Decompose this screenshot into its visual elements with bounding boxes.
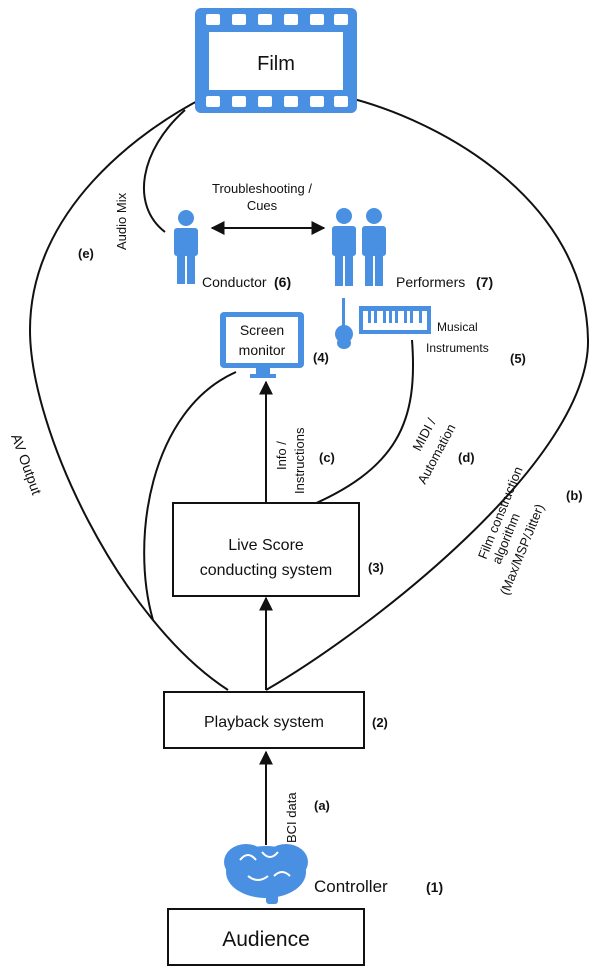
brain-icon [224,844,308,904]
audio-mix-wire [143,109,186,233]
playback-node: Playback system (2) [163,691,388,749]
av-output-wire [28,96,229,691]
playback-label: Playback system [204,714,324,731]
film-algo-number: (b) [566,488,583,503]
livescore-number: (3) [368,560,384,575]
livescore-node: Live Score conducting system (3) [172,502,384,597]
film-sprocket-holes [206,14,348,107]
keyboard-icon [359,306,431,334]
instruments-node: Musical Instruments (5) [335,298,526,366]
connections [28,96,590,845]
bci-number: (a) [314,798,330,813]
brain-folds [239,851,291,881]
bci-label: BCI data [284,792,299,843]
troubleshooting-label-line1: Troubleshooting / [212,181,312,196]
instruments-label-line1: Musical [437,320,478,334]
monitor-label-line2: monitor [239,342,286,358]
conductor-number: (6) [274,274,291,290]
audio-mix-label: Audio Mix [114,192,129,250]
performers-label: Performers [396,274,465,290]
monitor-node: Screen monitor (4) [220,312,329,378]
info-label-line2: Instructions [292,427,307,494]
film-node: Film [195,8,357,113]
livescore-box [172,502,360,597]
controller-label: Controller [314,877,388,896]
monitor-label-line1: Screen [240,322,284,338]
midi-wire [299,339,415,511]
playback-box [163,691,365,749]
livescore-label-line2: conducting system [200,562,333,579]
performers-number: (7) [476,274,493,290]
monitor-number: (4) [313,350,329,365]
conductor-label: Conductor [202,274,267,290]
playback-monitor-wire [143,371,237,621]
film-label: Film [257,53,295,75]
guitar-icon [335,298,353,349]
film-construction-wire [265,96,590,691]
audio-mix-number: (e) [78,246,94,261]
conductor-node: Conductor (6) [174,210,291,290]
midi-number: (d) [458,450,475,465]
info-label-line1: Info / [274,441,289,470]
livescore-label-line1: Live Score [228,537,304,554]
info-number: (c) [319,450,335,465]
audience-box [167,908,365,966]
troubleshooting-label-line2: Cues [247,198,278,213]
performers-icon [332,208,386,286]
instruments-label-line2: Instruments [426,341,489,355]
instruments-number: (5) [510,351,526,366]
controller-number: (1) [426,879,443,895]
audience-node: Audience [167,908,365,966]
playback-number: (2) [372,715,388,730]
conductor-icon [174,210,198,284]
av-output-label: AV Output [8,432,45,497]
performers-node: Performers (7) [332,208,493,290]
controller-node: Controller (1) [224,844,443,904]
audience-label: Audience [222,928,310,951]
